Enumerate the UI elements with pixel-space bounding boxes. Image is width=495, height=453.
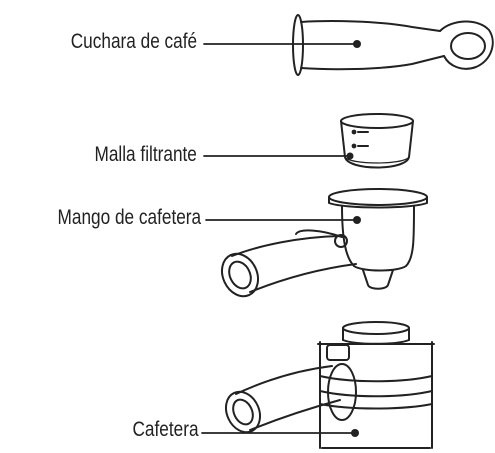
label-handle: Mango de cafetera [57, 206, 201, 229]
leader-lines [201, 43, 358, 434]
portafilter [221, 188, 428, 298]
label-pot: Cafetera [132, 418, 199, 441]
coffee-scoop [292, 14, 494, 76]
label-filter: Malla filtrante [94, 143, 197, 166]
coffee-pot [224, 321, 435, 449]
filter-basket [340, 113, 414, 169]
label-scoop: Cuchara de café [70, 30, 197, 53]
